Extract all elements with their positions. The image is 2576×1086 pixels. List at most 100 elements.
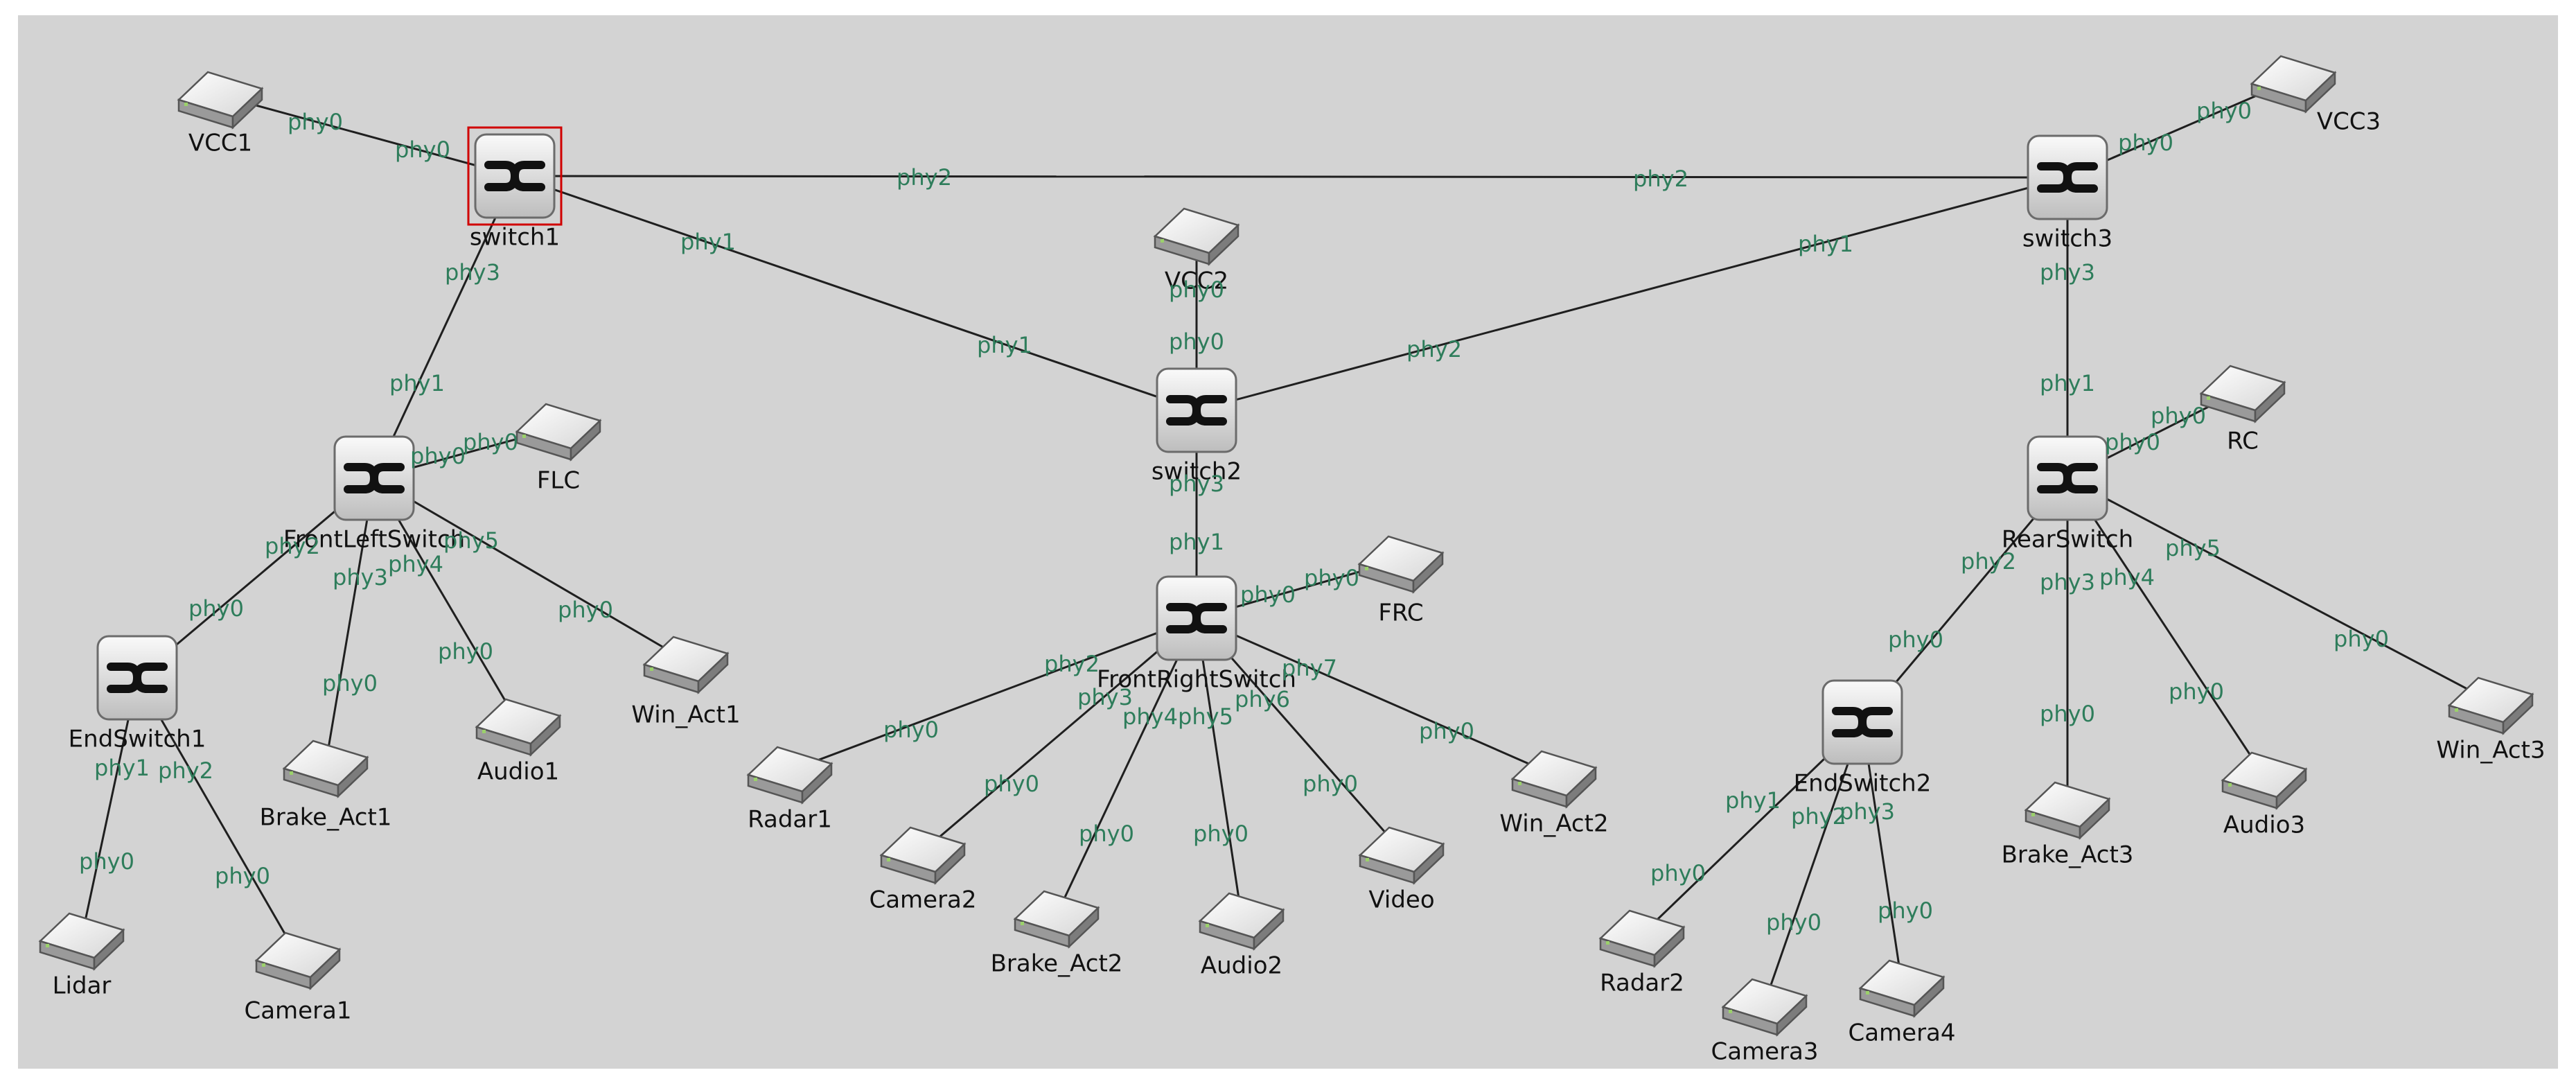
port-label: phy0 [1419, 718, 1474, 744]
port-label: phy0 [2169, 678, 2224, 705]
node-label: Audio2 [1201, 952, 1282, 980]
link-vcc1-switch1[interactable] [220, 94, 515, 177]
switch-node-rearswitch[interactable]: RearSwitch [2002, 435, 2133, 554]
port-label: phy4 [2099, 564, 2155, 590]
node-label: Camera2 [869, 886, 976, 914]
link-frontleftswitch-win-act1[interactable] [373, 477, 687, 662]
link-frontleftswitch-brake-act1[interactable] [324, 478, 376, 765]
link-frontrightswitch-radar1[interactable] [789, 617, 1197, 772]
node-label: Brake_Act3 [2002, 841, 2134, 869]
node-label: VCC2 [1165, 268, 1228, 295]
node-label: Win_Act1 [631, 701, 740, 729]
host-node-brake-act3[interactable]: Brake_Act3 [2002, 781, 2134, 869]
host-device-icon [642, 636, 730, 694]
host-device-icon [254, 931, 342, 990]
host-node-camera1[interactable]: Camera1 [244, 931, 352, 1025]
node-label: FRC [1378, 599, 1423, 627]
host-device-icon [1358, 826, 1445, 885]
host-node-brake-act1[interactable]: Brake_Act1 [260, 739, 392, 832]
host-node-vcc1[interactable]: VCC1 [177, 71, 264, 157]
port-label: phy3 [2040, 569, 2095, 595]
port-label: phy0 [410, 443, 466, 469]
host-node-camera2[interactable]: Camera2 [869, 826, 977, 914]
port-label: phy3 [1077, 684, 1133, 710]
host-node-audio2[interactable]: Audio2 [1198, 892, 1285, 980]
host-device-icon [1153, 207, 1240, 266]
host-node-vcc2[interactable]: VCC2 [1153, 207, 1240, 295]
port-label: phy0 [463, 429, 518, 455]
host-node-frc[interactable]: FRC [1357, 535, 1445, 627]
switch-node-switch1[interactable]: switch1 [467, 126, 563, 252]
port-label: phy0 [883, 717, 939, 743]
node-label: VCC1 [188, 130, 252, 157]
node-label: Camera3 [1711, 1038, 1818, 1066]
port-label: phy0 [1169, 329, 1224, 355]
link-switch1-switch2[interactable] [514, 175, 1197, 412]
host-node-brake-act2[interactable]: Brake_Act2 [991, 890, 1123, 978]
host-node-audio3[interactable]: Audio3 [2221, 751, 2308, 839]
node-label: Camera1 [244, 997, 351, 1025]
switch-node-switch2[interactable]: switch2 [1152, 367, 1242, 486]
link-frontrightswitch-win-act2[interactable] [1196, 617, 1555, 776]
link-frontrightswitch-audio2[interactable] [1195, 618, 1243, 918]
link-rearswitch-win-act3[interactable] [2067, 477, 2491, 703]
host-node-win-act1[interactable]: Win_Act1 [631, 636, 741, 729]
port-label: phy0 [438, 638, 493, 665]
port-label: phy3 [2040, 259, 2095, 286]
port-label: phy0 [2118, 130, 2173, 156]
port-label: phy4 [1122, 703, 1178, 730]
port-label: phy2 [265, 533, 320, 559]
port-label: phy0 [2334, 626, 2389, 652]
port-label: phy0 [2105, 429, 2160, 455]
link-endswitch1-camera1[interactable] [136, 677, 299, 957]
link-switch3-switch2[interactable] [1196, 176, 2068, 412]
host-node-video[interactable]: Video [1358, 826, 1445, 914]
port-label: phy6 [1235, 686, 1290, 712]
node-label: FrontLeftSwitch [283, 526, 465, 554]
host-device-icon [1198, 892, 1285, 951]
switch-node-switch3[interactable]: switch3 [2022, 134, 2112, 253]
host-node-flc[interactable]: FLC [515, 403, 602, 495]
host-node-vcc3[interactable]: VCC3 [2250, 55, 2381, 136]
host-device-icon [1013, 890, 1100, 949]
port-label: phy0 [1888, 627, 1943, 653]
host-node-win-act2[interactable]: Win_Act2 [1499, 750, 1609, 838]
host-node-win-act3[interactable]: Win_Act3 [2436, 676, 2546, 764]
port-label: phy1 [2040, 370, 2095, 396]
link-endswitch2-camera4[interactable] [1861, 721, 1903, 985]
switch-icon [333, 435, 415, 521]
node-label: VCC3 [2317, 108, 2381, 136]
switch-node-frontrightswitch[interactable]: FrontRightSwitch [1097, 575, 1296, 694]
node-label: RearSwitch [2002, 526, 2133, 554]
host-node-rc[interactable]: RC [2199, 365, 2286, 455]
port-label: phy0 [2040, 701, 2095, 727]
node-label: Video [1368, 886, 1434, 914]
link-frontrightswitch-camera2[interactable] [922, 617, 1197, 852]
link-endswitch2-camera3[interactable] [1763, 721, 1864, 1004]
link-switch1-frontleftswitch[interactable] [373, 175, 516, 479]
host-node-camera4[interactable]: Camera4 [1848, 959, 1956, 1047]
port-label: phy3 [1840, 798, 1895, 825]
host-node-radar2[interactable]: Radar2 [1598, 909, 1686, 997]
node-label: Radar1 [748, 806, 832, 834]
port-label: phy2 [1044, 651, 1100, 677]
switch-node-frontleftswitch[interactable]: FrontLeftSwitch [283, 435, 465, 554]
link-switch1-switch3[interactable] [514, 175, 2068, 179]
host-node-lidar[interactable]: Lidar [38, 912, 125, 1000]
link-frontrightswitch-brake-act2[interactable] [1055, 618, 1198, 916]
link-rearswitch-audio3[interactable] [2066, 478, 2266, 777]
host-node-radar1[interactable]: Radar1 [746, 746, 833, 834]
switch-node-endswitch1[interactable]: EndSwitch1 [69, 635, 206, 753]
port-label: phy0 [322, 670, 378, 697]
link-endswitch1-lidar[interactable] [80, 677, 139, 938]
switch-node-endswitch2[interactable]: EndSwitch2 [1794, 679, 1932, 798]
port-label: phy0 [395, 137, 450, 163]
port-label: phy2 [897, 164, 952, 191]
host-node-audio1[interactable]: Audio1 [475, 698, 562, 786]
switch-icon [96, 635, 178, 721]
host-node-camera3[interactable]: Camera3 [1711, 978, 1819, 1066]
host-device-icon [746, 746, 833, 805]
